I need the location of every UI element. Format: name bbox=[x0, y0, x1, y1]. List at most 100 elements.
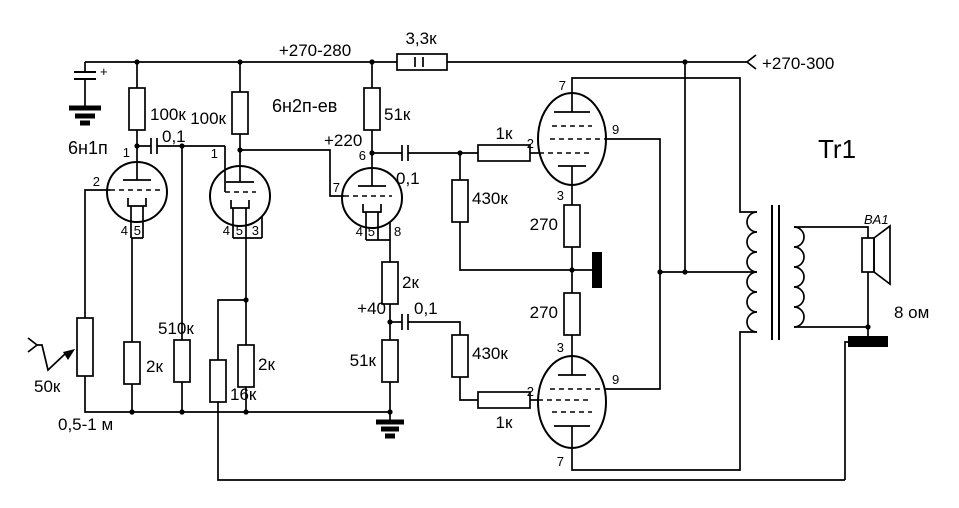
core bbox=[771, 205, 780, 340]
output-top-pin: 2 bbox=[527, 136, 534, 151]
stage3-wires bbox=[365, 130, 592, 439]
power-rail-wires bbox=[85, 54, 757, 273]
transformer bbox=[746, 205, 869, 340]
speaker bbox=[844, 224, 891, 480]
cathode-top-value: 270 bbox=[530, 215, 558, 234]
resistor-anode3 bbox=[363, 87, 381, 131]
pot-range: 0,5-1 м bbox=[58, 415, 113, 434]
tube1-pin: 2 bbox=[93, 174, 100, 189]
pot-value: 50к bbox=[34, 377, 61, 396]
output-tube-bottom bbox=[537, 355, 607, 449]
coupling-cap1 bbox=[150, 138, 158, 154]
output-bottom-pin: 2 bbox=[527, 384, 534, 399]
pin-labels: 1 2 4 5 1 4 5 3 6 7 4 5 8 7 9 2 3 3 2 9 … bbox=[93, 78, 619, 469]
resistor-cathode-top bbox=[563, 204, 581, 248]
junction-dots bbox=[129, 59, 871, 415]
cap-polarity: + bbox=[100, 64, 108, 79]
primary-winding bbox=[746, 211, 758, 333]
output-bottom-pin: 9 bbox=[612, 372, 619, 387]
cathode-bottom-value: 270 bbox=[530, 303, 558, 322]
speaker-label: BA1 bbox=[864, 212, 889, 227]
speaker-driver bbox=[861, 237, 875, 273]
tube1-type: 6н1п bbox=[68, 138, 108, 158]
cathode-ground-bar bbox=[592, 252, 602, 288]
feedback-wire bbox=[844, 341, 850, 480]
anode3-value: 51к bbox=[384, 105, 411, 124]
cap3-value: 0,1 bbox=[414, 299, 438, 318]
tail-value: 51к bbox=[350, 351, 377, 370]
coupling-cap2 bbox=[401, 145, 409, 161]
cap1-value: 0,1 bbox=[162, 127, 186, 146]
tube1-envelope bbox=[106, 161, 168, 223]
tube3-pin: 5 bbox=[368, 224, 375, 239]
resistor-cathode1 bbox=[123, 341, 141, 385]
resistor-anode1 bbox=[128, 87, 146, 131]
output-bottom-pin: 7 bbox=[557, 454, 564, 469]
output-wires bbox=[571, 77, 757, 471]
tube2-envelope bbox=[209, 165, 271, 227]
cathode-voltage: +40 bbox=[357, 299, 386, 318]
resistor-gridleak-bottom bbox=[451, 334, 469, 378]
tube3 bbox=[341, 167, 403, 229]
tube3-envelope bbox=[341, 167, 403, 229]
resistor-gridstop-bottom bbox=[477, 391, 531, 409]
resistor-nfb bbox=[209, 359, 227, 403]
filter-cap bbox=[69, 62, 101, 126]
gridleak-bottom-value: 430к bbox=[472, 344, 508, 363]
tube3-pin: 4 bbox=[356, 224, 363, 239]
input-jack bbox=[27, 337, 75, 372]
resistor-anode2 bbox=[231, 91, 249, 135]
tube1 bbox=[106, 161, 168, 223]
tube2-pin: 1 bbox=[211, 146, 218, 161]
resistor-cathode2 bbox=[237, 344, 255, 388]
anode1-value: 100к bbox=[150, 105, 186, 124]
potentiometer bbox=[76, 317, 94, 377]
output-bottom-pin: 3 bbox=[557, 340, 564, 355]
secondary-winding bbox=[793, 226, 805, 328]
anode2-value: 100к bbox=[190, 109, 226, 128]
tube2-pin: 5 bbox=[236, 223, 243, 238]
output-top-pin: 9 bbox=[612, 122, 619, 137]
cathode1-value: 2к bbox=[146, 357, 163, 376]
output-top-pin: 7 bbox=[559, 78, 566, 93]
cathode2-value: 2к bbox=[258, 355, 275, 374]
gridstop-top-value: 1к bbox=[496, 124, 513, 143]
tube23-type: 6н2п-ев bbox=[272, 96, 337, 116]
gridleak2-value: 510к bbox=[158, 319, 194, 338]
resistor-tail bbox=[381, 339, 399, 383]
resistor-cathode-bottom bbox=[563, 292, 581, 336]
supply-arrow-icon bbox=[745, 54, 757, 70]
nfb-value: 16к bbox=[230, 385, 257, 404]
tube1-pin: 4 bbox=[121, 223, 128, 238]
resistor-dropper bbox=[396, 53, 448, 71]
resistor-gridstop-top bbox=[477, 144, 531, 162]
transformer-label: Tr1 bbox=[818, 134, 856, 164]
labels: +270-280 +270-300 3,3к 100к 100к 6н2п-ев… bbox=[34, 29, 929, 434]
resistor-gridleak2 bbox=[173, 339, 191, 383]
output-ground-bar bbox=[848, 336, 888, 347]
cap2-value: 0,1 bbox=[396, 169, 420, 188]
rail-left-voltage: +270-280 bbox=[279, 41, 351, 60]
tube3-pin: 6 bbox=[359, 148, 366, 163]
tube1-pin: 5 bbox=[134, 223, 141, 238]
pot-wiper-arrow-icon bbox=[63, 349, 75, 360]
output-tube-top bbox=[537, 92, 607, 186]
output-top-pin: 3 bbox=[557, 188, 564, 203]
cathode3-value: 2к bbox=[402, 273, 419, 292]
anode-voltage: +220 bbox=[324, 131, 362, 150]
tube3-pin: 8 bbox=[394, 224, 401, 239]
tube2 bbox=[209, 165, 271, 227]
rail-right-voltage: +270-300 bbox=[762, 54, 834, 73]
resistor-gridleak-top bbox=[451, 179, 469, 223]
resistor-cathode3 bbox=[381, 261, 399, 305]
tube2-pin: 3 bbox=[252, 223, 259, 238]
tube1-pin: 1 bbox=[123, 145, 130, 160]
resistors bbox=[76, 53, 581, 409]
impedance-label: 8 ом bbox=[894, 303, 929, 322]
speaker-cone bbox=[873, 224, 891, 286]
tube3-pin: 7 bbox=[333, 180, 340, 195]
coupling-cap3 bbox=[401, 314, 409, 330]
tube2-pin: 4 bbox=[223, 223, 230, 238]
